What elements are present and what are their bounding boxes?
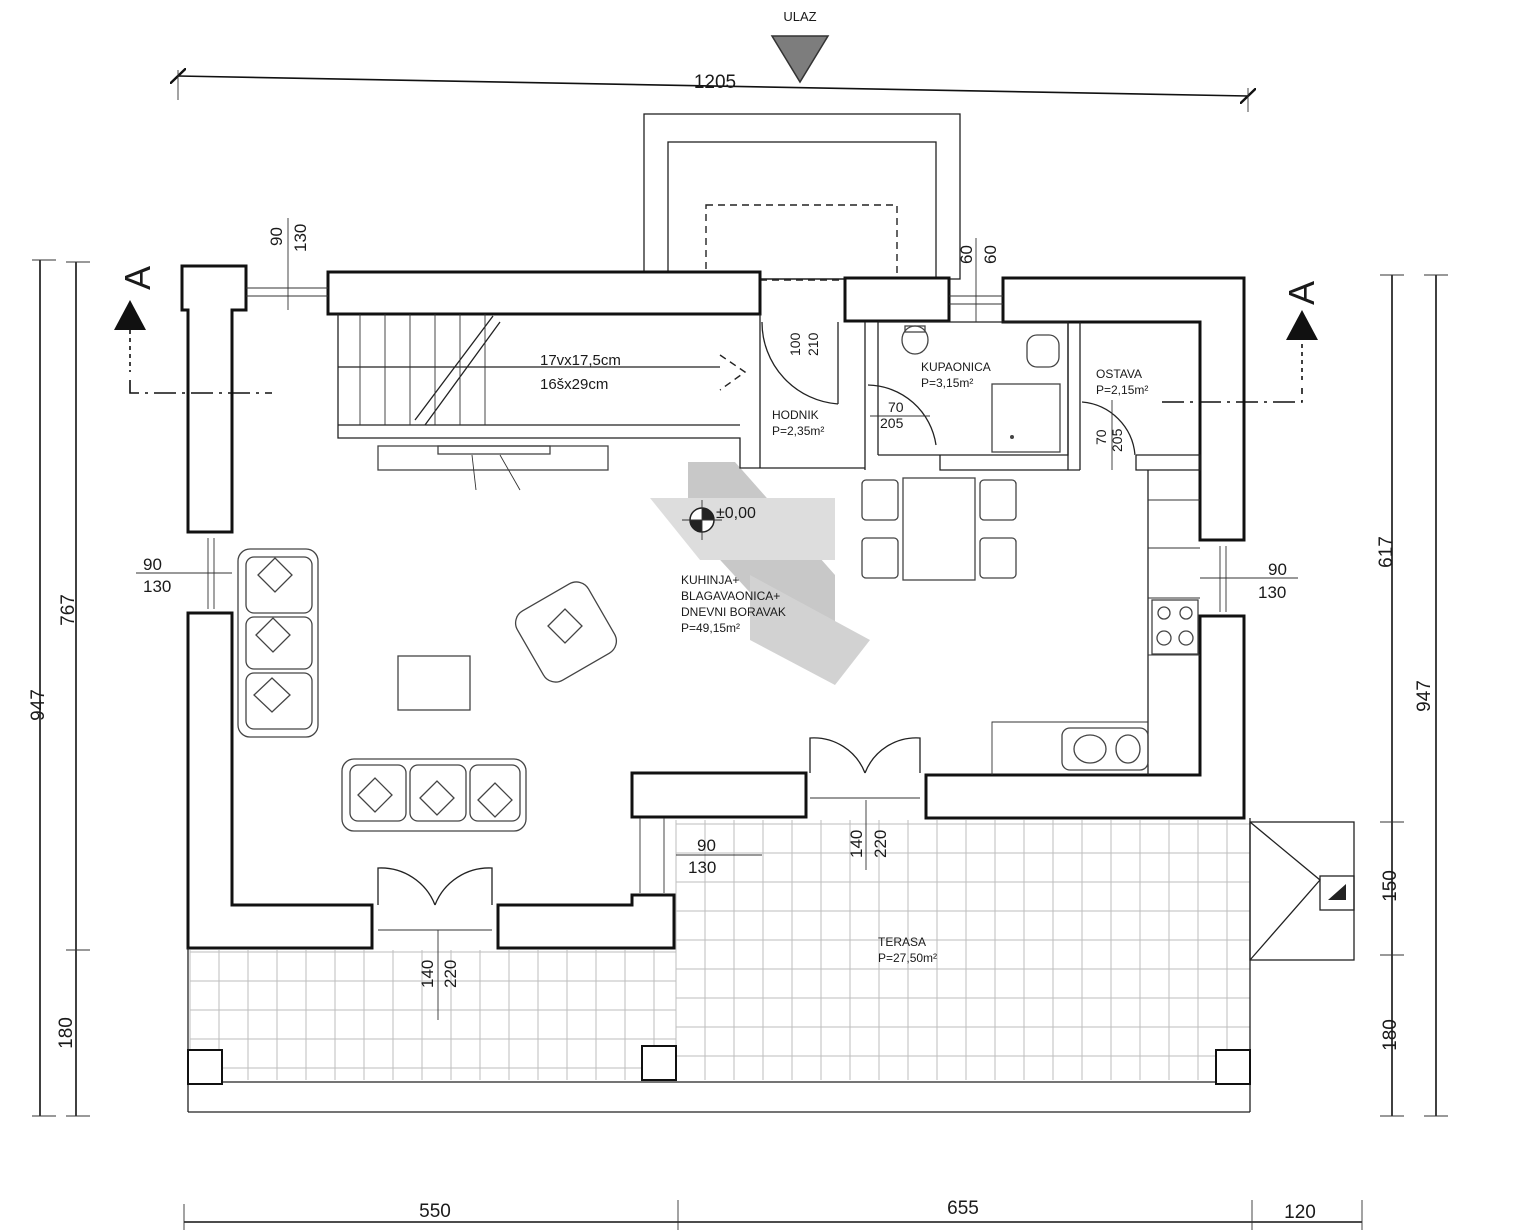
top-right-window-h: 60 <box>981 245 1000 264</box>
staircase <box>338 314 747 426</box>
bath-door-w: 70 <box>888 399 904 415</box>
door-hall <box>761 321 839 405</box>
dim-top-total: 1205 <box>694 72 736 93</box>
shower-icon <box>991 383 1061 453</box>
toilet-icon <box>901 325 929 355</box>
dining-table <box>861 477 1017 581</box>
dim-bottom-1: 550 <box>419 1201 451 1222</box>
dim-right-outer: 947 <box>1414 680 1435 712</box>
partitions <box>337 314 1201 775</box>
kitchen-sink-icon <box>1061 727 1149 771</box>
tv-unit <box>377 445 609 491</box>
terrace-tiles <box>189 820 1250 1080</box>
room-living-line1: KUHINJA+ <box>681 573 739 587</box>
dim-bottom-2: 655 <box>947 1198 979 1219</box>
hall-door-h: 210 <box>805 332 821 356</box>
room-terasa-area: P=27,50m² <box>878 951 937 965</box>
top-left-window-w: 90 <box>267 227 286 246</box>
terrace-door-left-w: 140 <box>418 960 437 988</box>
room-hodnik-name: HODNIK <box>772 408 819 422</box>
storage-door-h: 205 <box>1109 428 1125 452</box>
terrace-door-right-w: 140 <box>847 830 866 858</box>
room-terasa-name: TERASA <box>878 935 926 949</box>
opening-dims: 90 130 60 60 90 130 90 130 100 210 70 20… <box>136 218 1298 1020</box>
dim-left-inner-bottom: 180 <box>56 1017 77 1049</box>
stairs-treads-label: 16šx29cm <box>540 376 608 393</box>
coffee-table <box>397 655 471 711</box>
terrace-door-left-h: 220 <box>441 960 460 988</box>
door-terrace-left <box>377 867 493 931</box>
top-left-window-h: 130 <box>291 224 310 252</box>
armchair <box>514 581 618 683</box>
door-bathroom <box>867 384 937 446</box>
storage-door-w: 70 <box>1093 429 1109 445</box>
elevation-marker-icon <box>682 500 722 540</box>
room-kupaonica-area: P=3,15m² <box>921 376 973 390</box>
terrace-outline <box>187 818 1251 1113</box>
section-label-left: A <box>117 266 158 290</box>
dim-right-inner-bottom: 180 <box>1380 1019 1401 1051</box>
watermark-logo <box>650 462 870 685</box>
sofa-bottom <box>341 758 527 832</box>
elevation-label: ±0,00 <box>716 505 756 522</box>
dim-left-outer: 947 <box>28 689 49 721</box>
room-kupaonica-name: KUPAONICA <box>921 360 991 374</box>
dim-left-inner-top: 767 <box>58 594 79 626</box>
sink-icon <box>1026 334 1060 368</box>
window-openings <box>207 287 1227 893</box>
terrace-window-h: 130 <box>688 858 716 877</box>
room-living-area: P=49,15m² <box>681 621 740 635</box>
top-right-window-w: 60 <box>957 245 976 264</box>
section-line-left <box>114 300 272 394</box>
room-ostava-name: OSTAVA <box>1096 367 1142 381</box>
dim-right-inner-top: 617 <box>1376 536 1397 568</box>
left-window-w: 90 <box>143 555 162 574</box>
stairs-risers-label: 17vx17,5cm <box>540 352 621 369</box>
entrance-porch <box>643 113 961 281</box>
dim-right-inner-mid: 150 <box>1380 870 1401 902</box>
section-label-right: A <box>1281 281 1322 305</box>
left-window-h: 130 <box>143 577 171 596</box>
kitchen-counter <box>991 499 1200 775</box>
room-ostava-area: P=2,15m² <box>1096 383 1148 397</box>
terrace-door-right-h: 220 <box>871 830 890 858</box>
stove-icon <box>1151 599 1199 655</box>
hall-door-w: 100 <box>787 332 803 356</box>
dimension-lines <box>32 70 1448 1230</box>
bath-door-h: 205 <box>880 415 904 431</box>
entrance-label: ULAZ <box>783 9 816 24</box>
room-hodnik-area: P=2,35m² <box>772 424 824 438</box>
terrace-window-w: 90 <box>697 836 716 855</box>
door-terrace-right <box>809 737 921 799</box>
right-window-w: 90 <box>1268 560 1287 579</box>
section-line-right <box>1162 310 1318 403</box>
door-storage <box>1081 401 1136 456</box>
room-living-line3: DNEVNI BORAVAK <box>681 605 786 619</box>
entrance-arrow-icon <box>770 35 830 84</box>
room-living-line2: BLAGAVAONICA+ <box>681 589 780 603</box>
chimney-icon <box>1249 821 1355 961</box>
dim-bottom-3: 120 <box>1284 1202 1316 1223</box>
right-window-h: 130 <box>1258 583 1286 602</box>
sofa-left <box>237 548 319 738</box>
